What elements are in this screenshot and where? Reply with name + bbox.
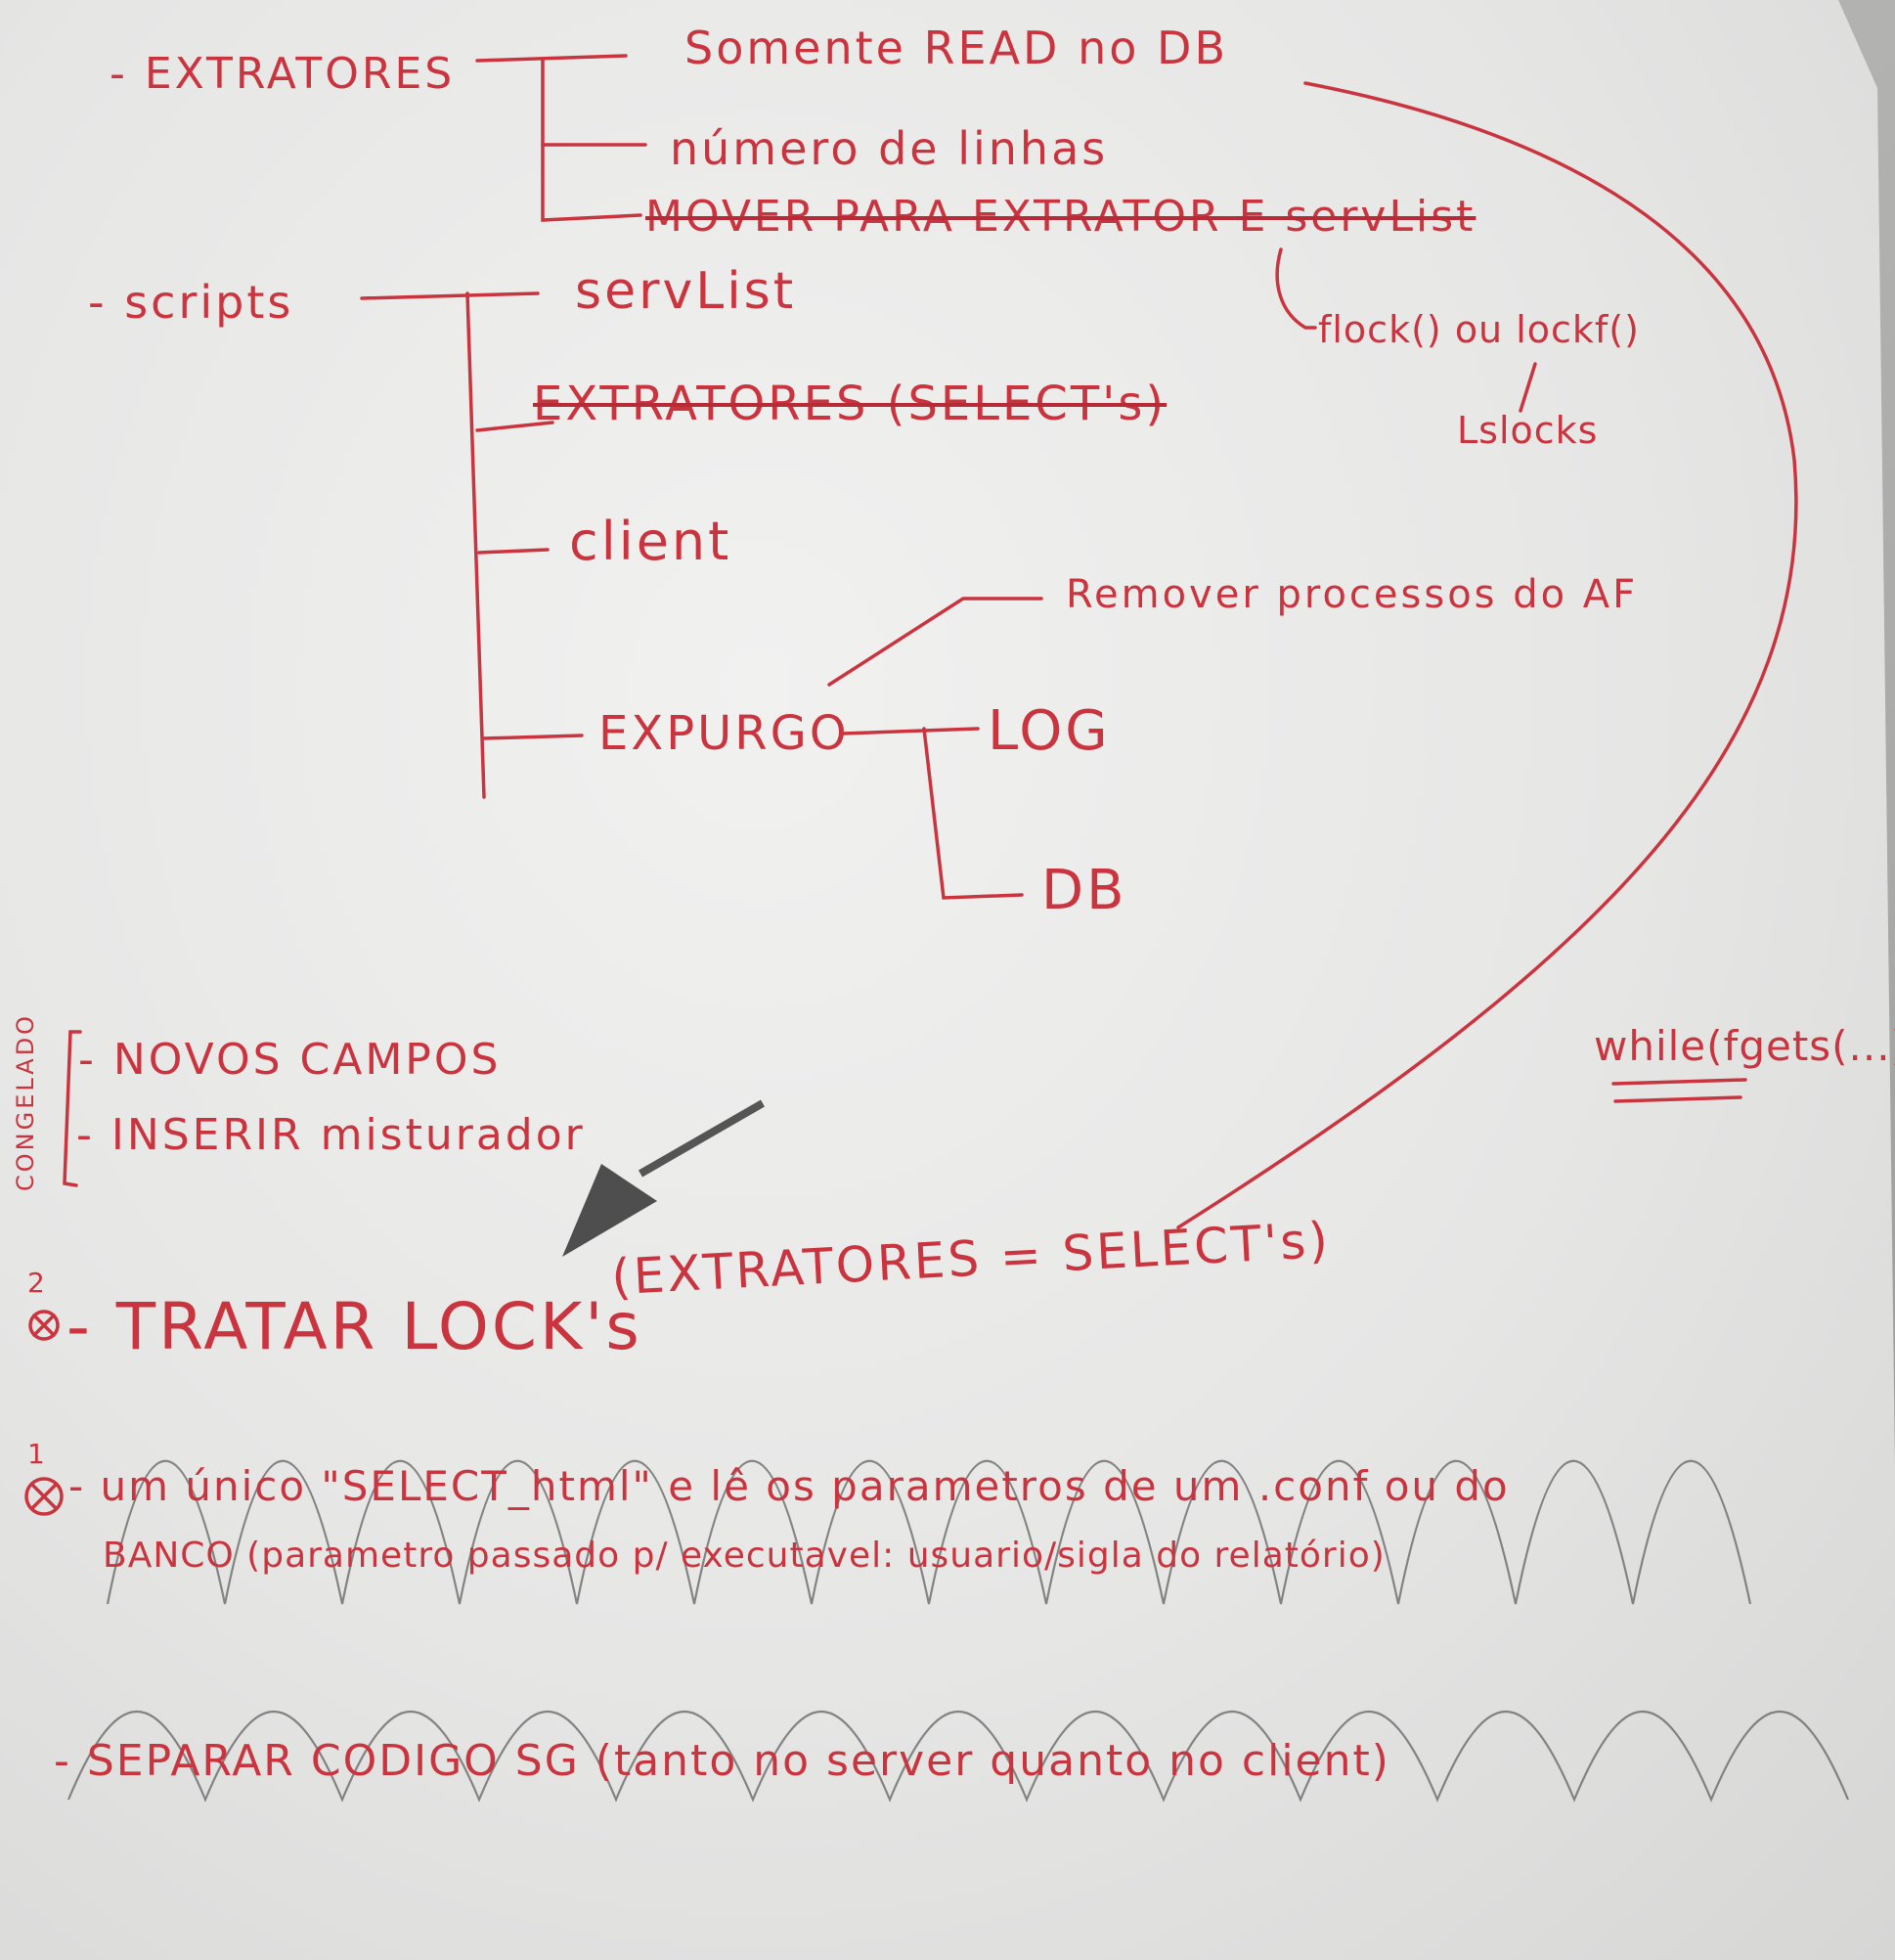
scripts-label: - scripts: [88, 276, 294, 329]
extratores-label: - EXTRATORES: [110, 49, 456, 99]
flock-note: flock() ou lockf(): [1318, 308, 1640, 351]
extratores-item-read: Somente READ no DB: [684, 22, 1229, 74]
scripts-item-servlist: servList: [575, 262, 797, 321]
expurgo-item-log: LOG: [988, 699, 1111, 763]
expurgo-item-db: DB: [1041, 859, 1127, 922]
extratores-item-struck: MOVER PARA EXTRATOR E servList: [645, 192, 1476, 242]
task1-number: 1: [27, 1438, 48, 1470]
scripts-item-extratores-struck: EXTRATORES (SELECT's): [533, 377, 1168, 431]
while-note: while(fgets(...)): [1594, 1022, 1895, 1070]
scripts-item-client: client: [569, 511, 732, 572]
task2-number: 2: [27, 1267, 48, 1299]
task1-line1: - um único "SELECT_html" e lê os paramet…: [68, 1462, 1510, 1510]
scripts-item-expurgo: EXPURGO: [598, 706, 850, 761]
task3-text: - SEPARAR CODIGO SG (tanto no server qua…: [54, 1736, 1390, 1786]
congelado-item-novos-campos: - NOVOS CAMPOS: [78, 1035, 502, 1085]
congelado-item-misturador: - INSERIR misturador: [76, 1110, 586, 1160]
task1-line2: BANCO (parametro passado p/ executavel: …: [103, 1536, 1386, 1576]
expurgo-annotation: Remover processos do AF: [1066, 572, 1639, 617]
lslocks-note: Lslocks: [1457, 409, 1599, 452]
pencil-arrow-icon: [562, 1099, 765, 1257]
extratores-item-lines: número de linhas: [670, 122, 1109, 175]
congelado-label: CONGELADO: [12, 1012, 39, 1191]
task2-text: - TRATAR LOCK's: [66, 1289, 642, 1364]
